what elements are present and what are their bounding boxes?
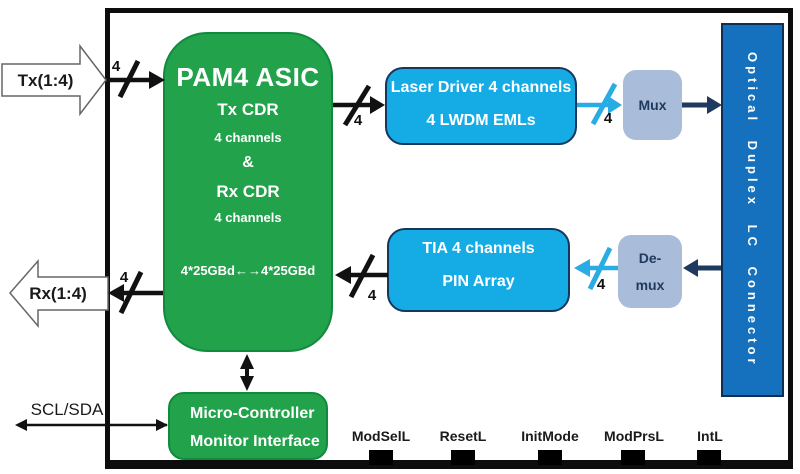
pam4-asic-block: PAM4 ASIC Tx CDR 4 channels & Rx CDR 4 c… <box>163 32 333 352</box>
tx-input-label: Tx(1:4) <box>17 71 74 90</box>
scl-sda-label: SCL/SDA <box>30 400 104 419</box>
micro-controller-label: Micro-Controller <box>190 405 315 422</box>
pin-array-label: PIN Array <box>442 273 515 290</box>
pin-label-modsell: ModSelL <box>351 428 411 444</box>
bus-width-asic-laser: 4 <box>353 112 363 129</box>
bus-width-laser-mux: 4 <box>603 110 613 127</box>
pin-label-modprsl: ModPrsL <box>604 428 664 444</box>
tia-block: TIA 4 channels PIN Array <box>387 228 570 312</box>
tia-channels-label: TIA 4 channels <box>422 240 535 257</box>
demux-label-line1: De- <box>638 250 662 266</box>
pam4-tx-cdr-label: Tx CDR <box>217 100 279 119</box>
rx-output-label: Rx(1:4) <box>29 284 87 303</box>
pam4-ampersand-label: & <box>242 154 254 171</box>
demux-block: De- mux <box>618 235 682 308</box>
pin-pad-modsell <box>369 450 393 465</box>
bus-width-tx-in: 4 <box>111 58 121 75</box>
pin-pad-resetl <box>451 450 475 465</box>
pam4-asic-title: PAM4 ASIC <box>176 62 320 92</box>
laser-driver-block: Laser Driver 4 channels 4 LWDM EMLs <box>385 67 577 145</box>
module-boundary <box>105 8 793 469</box>
bus-width-demux-tia: 4 <box>596 276 606 293</box>
bus-width-tia-asic: 4 <box>367 287 377 304</box>
bus-width-asic-rx: 4 <box>119 269 129 286</box>
micro-controller-block: Micro-Controller Monitor Interface <box>168 392 328 460</box>
pam4-tx-channels-label: 4 channels <box>214 130 282 145</box>
mux-label: Mux <box>638 97 667 113</box>
pin-pad-intl <box>697 450 721 465</box>
lwdm-emls-label: 4 LWDM EMLs <box>426 112 536 129</box>
optical-connector-label: Optical Duplex LC Connector <box>745 52 760 368</box>
pam4-rate-label: 4*25GBd←→4*25GBd <box>180 263 316 278</box>
pin-pad-initmode <box>538 450 562 465</box>
demux-label-line2: mux <box>635 277 665 293</box>
pin-pad-modprsl <box>621 450 645 465</box>
laser-driver-label: Laser Driver 4 channels <box>390 79 572 96</box>
pin-label-intl: IntL <box>697 428 723 444</box>
optical-connector-block: Optical Duplex LC Connector <box>721 23 784 397</box>
pin-label-resetl: ResetL <box>439 428 487 444</box>
pam4-rx-cdr-label: Rx CDR <box>216 182 280 201</box>
pam4-rx-channels-label: 4 channels <box>214 210 282 225</box>
pin-label-initmode: InitMode <box>521 428 579 444</box>
scl-sda-left-arrowhead-icon <box>15 419 27 431</box>
mux-block: Mux <box>623 70 682 140</box>
monitor-interface-label: Monitor Interface <box>190 433 320 450</box>
